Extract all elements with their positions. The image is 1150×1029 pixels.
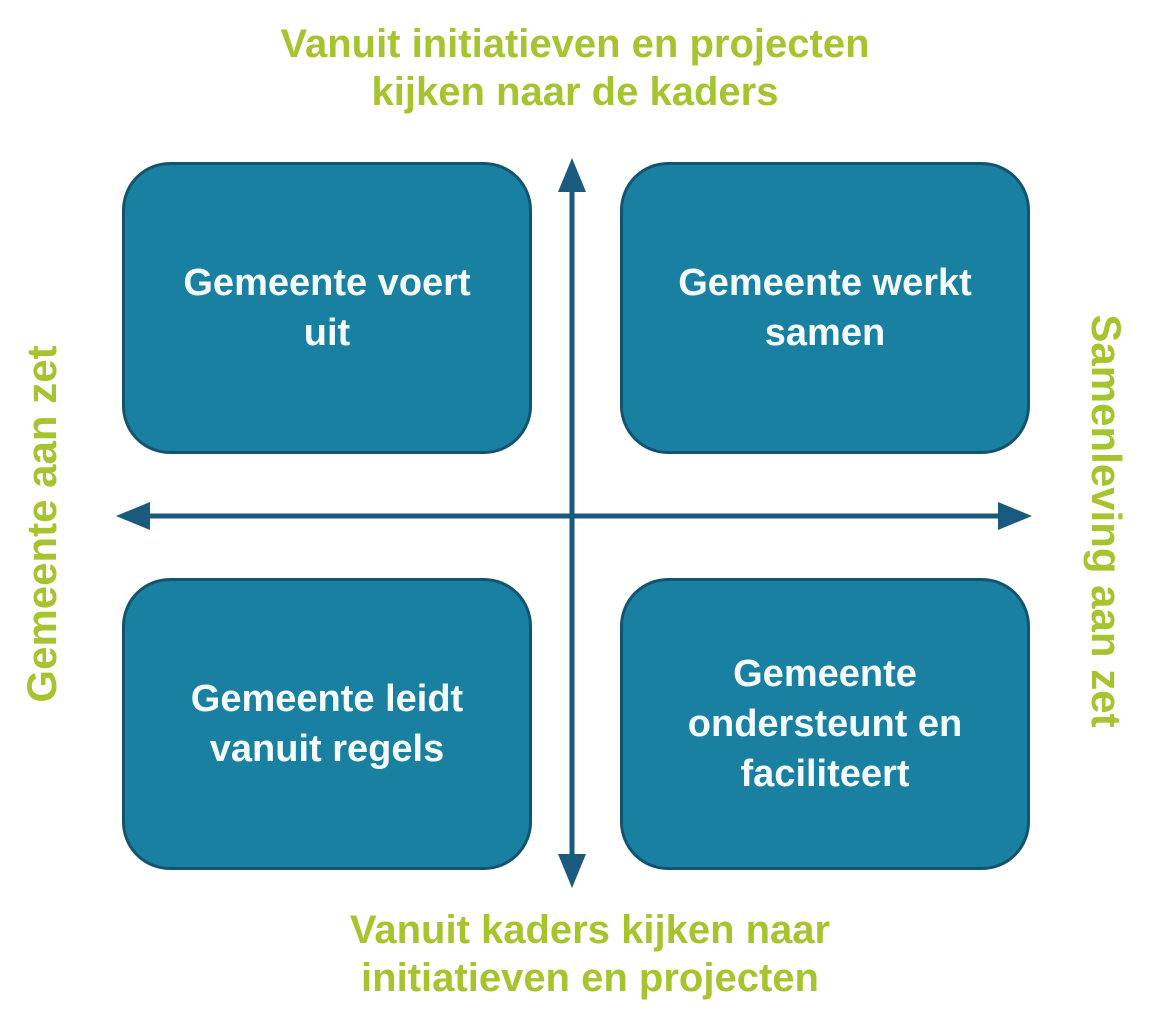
top-axis-label: Vanuit initiatieven en projecten kijken … bbox=[280, 22, 870, 114]
arrow-right-icon bbox=[998, 502, 1032, 530]
bottom-axis-label: Vanuit kaders kijken naar initiatieven e… bbox=[349, 908, 831, 1000]
quadrant-top-right-label: Gemeente werkt samen bbox=[678, 261, 972, 354]
arrow-up-icon bbox=[558, 158, 586, 192]
quadrant-bottom-left: Gemeente leidt vanuit regels bbox=[122, 578, 532, 870]
quadrant-bottom-right-label: Gemeente ondersteunt en faciliteert bbox=[687, 652, 963, 796]
quadrant-bottom-right: Gemeente ondersteunt en faciliteert bbox=[620, 578, 1030, 870]
quadrant-top-left: Gemeente voert uit bbox=[122, 162, 532, 454]
quadrant-top-right: Gemeente werkt samen bbox=[620, 162, 1030, 454]
quadrant-bottom-left-label: Gemeente leidt vanuit regels bbox=[190, 677, 464, 770]
quadrant-top-left-label: Gemeente voert uit bbox=[183, 261, 471, 354]
arrow-down-icon bbox=[558, 854, 586, 888]
arrow-left-icon bbox=[116, 502, 150, 530]
